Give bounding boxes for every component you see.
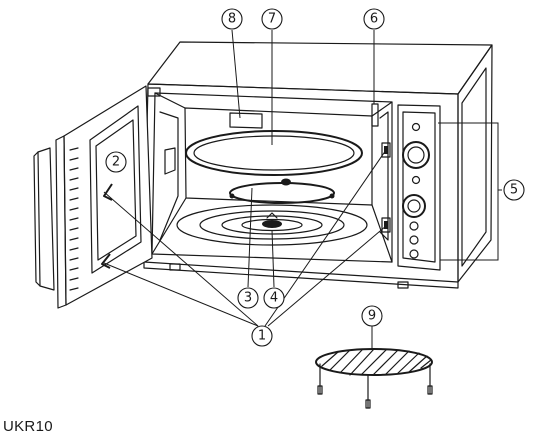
grill-rack bbox=[316, 349, 432, 408]
callout-1: 1 bbox=[252, 326, 272, 346]
roller-ring bbox=[230, 179, 335, 204]
callout-5: 5 bbox=[504, 180, 524, 200]
leader-lines bbox=[104, 30, 502, 350]
callout-9-label: 9 bbox=[368, 309, 376, 324]
callout-3: 3 bbox=[238, 288, 258, 308]
callout-7: 7 bbox=[262, 9, 282, 29]
callout-5-label: 5 bbox=[510, 183, 518, 198]
oven-door bbox=[34, 86, 160, 308]
callout-4-label: 4 bbox=[270, 291, 278, 306]
callout-8: 8 bbox=[222, 9, 242, 29]
callout-8-label: 8 bbox=[228, 12, 236, 27]
callout-2-label: 2 bbox=[112, 155, 120, 170]
callout-4: 4 bbox=[264, 288, 284, 308]
callout-3-label: 3 bbox=[244, 291, 252, 306]
model-code: UKR10 bbox=[3, 418, 53, 435]
callout-6-label: 6 bbox=[370, 12, 378, 27]
callout-7-label: 7 bbox=[268, 12, 276, 27]
callout-1-label: 1 bbox=[258, 329, 266, 344]
callout-6: 6 bbox=[364, 9, 384, 29]
callout-2: 2 bbox=[106, 152, 126, 172]
glass-tray bbox=[186, 131, 362, 175]
callout-9: 9 bbox=[362, 306, 382, 326]
control-panel bbox=[398, 105, 440, 270]
